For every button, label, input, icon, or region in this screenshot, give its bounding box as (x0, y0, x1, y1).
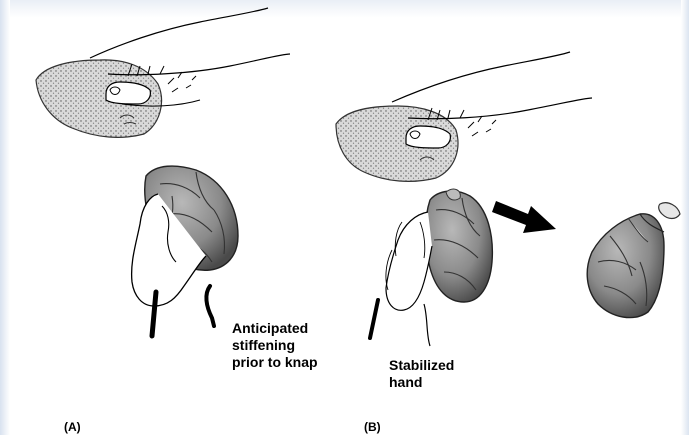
core-hand-a (132, 166, 238, 336)
thumb-b (406, 126, 450, 148)
caption-a-line-1: Anticipated (232, 320, 352, 337)
panel-label-a: (A) (64, 419, 81, 435)
wrist-left-b (370, 300, 378, 338)
fractured-core (587, 214, 664, 318)
caption-a-line-2: stiffening (232, 337, 352, 354)
caption-b-line-2: hand (389, 374, 469, 391)
thumb-a (106, 82, 150, 104)
core-hand-b (370, 189, 492, 346)
wrist-right-a (206, 286, 214, 326)
hammerstone-hand-b (336, 52, 592, 181)
arm-outline-a (90, 8, 268, 58)
panel-label-b: (B) (364, 419, 381, 435)
direction-arrow (492, 201, 556, 233)
caption-b-line-1: Stabilized (389, 357, 469, 374)
caption-anticipated-stiffening: Anticipated stiffening prior to knap (232, 320, 352, 371)
holding-hand-b (386, 212, 432, 310)
caption-stabilized-hand: Stabilized hand (389, 357, 469, 391)
wrist-right-b (424, 304, 430, 346)
core-b (426, 191, 493, 302)
detached-flake (659, 203, 680, 219)
caption-a-line-3: prior to knap (232, 354, 352, 371)
arm-outline-b (392, 52, 570, 102)
fractured-core-b (587, 203, 680, 318)
hammerstone-hand-a (36, 8, 290, 137)
